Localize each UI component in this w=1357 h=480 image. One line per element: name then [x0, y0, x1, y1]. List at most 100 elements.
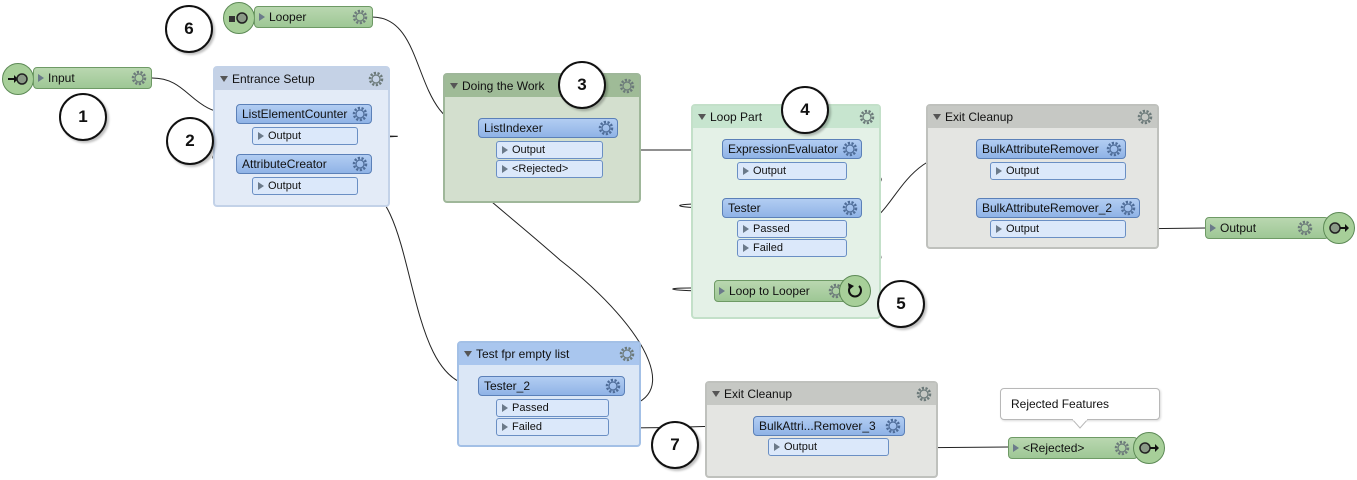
port-passed[interactable]: Passed	[737, 220, 847, 238]
port-failed[interactable]: Failed	[496, 418, 609, 436]
marker-number: 5	[896, 294, 906, 313]
gear-icon[interactable]	[130, 69, 148, 87]
step-marker-2: 2	[166, 117, 214, 165]
collapse-triangle-icon[interactable]	[464, 351, 472, 357]
bookmark-title: Test fpr empty list	[476, 347, 570, 361]
bookmark-header[interactable]: Entrance Setup	[215, 68, 388, 90]
marker-number: 4	[800, 100, 810, 119]
transformer-expressionevaluator[interactable]: ExpressionEvaluator	[722, 139, 862, 159]
port-triangle-icon	[502, 404, 508, 412]
bookmark-doing-the-work[interactable]: Doing the Work	[443, 73, 641, 203]
port-triangle-icon	[743, 225, 749, 233]
bookmark-header[interactable]: Test fpr empty list	[459, 343, 639, 365]
transformer-tester[interactable]: Tester	[722, 198, 862, 218]
gear-icon[interactable]	[597, 119, 615, 137]
output-port[interactable]: Output	[1205, 217, 1329, 239]
gear-icon[interactable]	[841, 199, 859, 217]
port-label: Output	[753, 165, 787, 177]
port-triangle-icon	[743, 244, 749, 252]
expand-triangle-icon[interactable]	[1013, 444, 1019, 452]
port-output[interactable]: Output	[252, 177, 358, 195]
collapse-triangle-icon[interactable]	[933, 114, 941, 120]
port-output[interactable]: Output	[252, 127, 358, 145]
port-passed[interactable]: Passed	[496, 399, 609, 417]
input-port-label: Input	[48, 71, 75, 85]
loop-back-circle-icon[interactable]	[839, 275, 871, 307]
gear-icon[interactable]	[1113, 439, 1131, 457]
port-output[interactable]: Output	[990, 162, 1126, 180]
gear-icon[interactable]	[841, 140, 859, 158]
gear-icon[interactable]	[618, 77, 636, 95]
collapse-triangle-icon[interactable]	[712, 391, 720, 397]
port-triangle-icon	[774, 443, 780, 451]
gear-icon[interactable]	[351, 105, 369, 123]
output-circle-icon[interactable]	[1323, 212, 1355, 244]
gear-icon[interactable]	[858, 108, 876, 126]
port-output[interactable]: Output	[990, 220, 1126, 238]
port-label: Output	[512, 144, 546, 156]
gear-icon[interactable]	[351, 8, 369, 26]
port-label: Passed	[753, 223, 790, 235]
collapse-triangle-icon[interactable]	[698, 114, 706, 120]
gear-icon[interactable]	[1105, 140, 1123, 158]
marker-number: 7	[670, 435, 680, 454]
gear-icon[interactable]	[604, 377, 622, 395]
gear-icon[interactable]	[1136, 108, 1154, 126]
rejected-circle-icon[interactable]	[1133, 432, 1165, 464]
transformer-name: Tester	[728, 201, 761, 215]
loop-to-looper-port[interactable]: Loop to Looper	[714, 280, 848, 302]
transformer-bulkattributeremover[interactable]: BulkAttributeRemover	[976, 139, 1126, 159]
output-port-label: Output	[1220, 221, 1257, 235]
port-triangle-icon	[996, 167, 1002, 175]
step-marker-4: 4	[781, 86, 829, 134]
gear-icon[interactable]	[915, 385, 933, 403]
transformer-bulkattributeremover-3[interactable]: BulkAttri...Remover_3	[753, 416, 905, 436]
gear-icon[interactable]	[367, 70, 385, 88]
bookmark-title: Exit Cleanup	[724, 387, 793, 401]
port-failed[interactable]: Failed	[737, 239, 847, 257]
looper-port[interactable]: Looper	[254, 6, 373, 28]
expand-triangle-icon[interactable]	[38, 74, 44, 82]
port-output[interactable]: Output	[496, 141, 603, 159]
transformer-name: Tester_2	[484, 379, 531, 393]
port-output[interactable]: Output	[737, 162, 847, 180]
expand-triangle-icon[interactable]	[719, 287, 725, 295]
gear-icon[interactable]	[1119, 199, 1137, 217]
collapse-triangle-icon[interactable]	[450, 83, 458, 89]
port-rejected[interactable]: <Rejected>	[496, 160, 603, 178]
gear-icon[interactable]	[1296, 219, 1314, 237]
gear-icon[interactable]	[351, 155, 369, 173]
gear-icon[interactable]	[884, 417, 902, 435]
bookmark-title: Loop Part	[710, 110, 763, 124]
transformer-bulkattributeremover-2[interactable]: BulkAttributeRemover_2	[976, 198, 1140, 218]
transformer-name: BulkAttributeRemover_2	[982, 201, 1113, 215]
transformer-tester-2[interactable]: Tester_2	[478, 376, 625, 396]
transformer-listelementcounter[interactable]: ListElementCounter	[236, 104, 372, 124]
arrow-out-circle-icon	[1329, 222, 1349, 234]
port-label: Output	[1006, 223, 1040, 235]
bookmark-title: Entrance Setup	[232, 72, 315, 86]
arrow-out-circle-icon	[1139, 442, 1159, 454]
loop-arrow-icon	[848, 283, 862, 298]
port-output[interactable]: Output	[768, 438, 889, 456]
transformer-listindexer[interactable]: ListIndexer	[478, 118, 618, 138]
bookmark-header[interactable]: Exit Cleanup	[928, 106, 1157, 128]
expand-triangle-icon[interactable]	[1210, 224, 1216, 232]
port-label: Output	[784, 441, 818, 453]
bookmark-title: Exit Cleanup	[945, 110, 1014, 124]
rejected-output-port[interactable]: <Rejected>	[1008, 437, 1138, 459]
collapse-triangle-icon[interactable]	[220, 76, 228, 82]
gear-icon[interactable]	[618, 345, 636, 363]
loop-to-looper-label: Loop to Looper	[729, 284, 810, 298]
step-marker-7: 7	[651, 421, 699, 469]
marker-number: 2	[185, 131, 195, 150]
bookmark-header[interactable]: Doing the Work	[445, 75, 639, 97]
marker-number: 3	[577, 75, 587, 94]
port-triangle-icon	[996, 225, 1002, 233]
input-circle-icon[interactable]	[2, 63, 34, 95]
bookmark-header[interactable]: Exit Cleanup	[707, 383, 936, 405]
expand-triangle-icon[interactable]	[259, 13, 265, 21]
input-port[interactable]: Input	[33, 67, 152, 89]
transformer-attributecreator[interactable]: AttributeCreator	[236, 154, 372, 174]
looper-circle-icon[interactable]	[223, 2, 255, 34]
